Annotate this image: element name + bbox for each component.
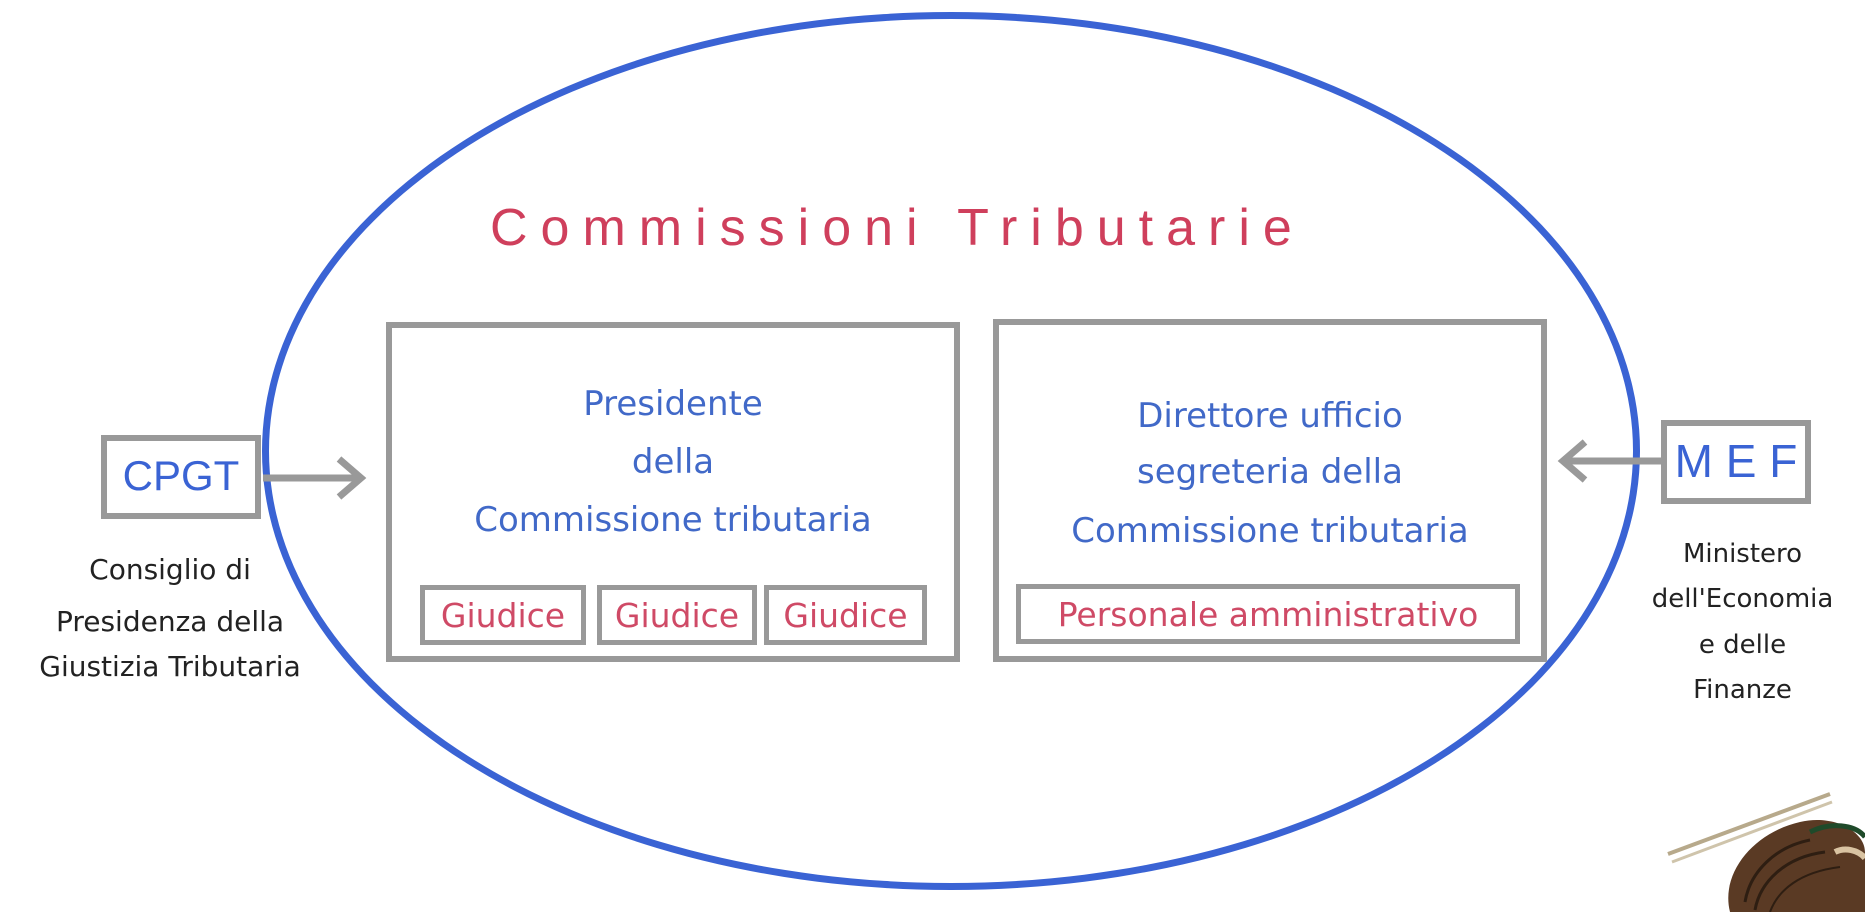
giudice-label-3: Giudice — [783, 595, 908, 635]
cpgt-to-presidente-arrow — [261, 455, 371, 501]
direttore-panel — [993, 319, 1547, 662]
mef-description-line-3: e delle — [1698, 630, 1787, 660]
cpgt-description-line-1: Consiglio di — [89, 553, 251, 586]
presidente-heading-line-1: Presidente — [583, 384, 763, 424]
giudice-box-1: Giudice — [420, 585, 586, 645]
presidente-panel — [386, 322, 960, 662]
caricature-illustration — [1660, 792, 1865, 912]
presidente-heading-line-2: della — [631, 442, 715, 482]
personale-box: Personale amministrativo — [1016, 584, 1520, 644]
giudice-box-3: Giudice — [764, 585, 927, 645]
mef-acronym: M E F — [1674, 435, 1798, 487]
giudice-box-2: Giudice — [597, 585, 757, 645]
mef-description-line-4: Finanze — [1693, 675, 1792, 705]
mef-box — [1661, 420, 1811, 504]
direttore-heading-line-3: Commissione tributaria — [1071, 511, 1469, 551]
cpgt-acronym: CPGT — [122, 452, 240, 499]
commissioni-ellipse — [262, 12, 1640, 890]
mef-to-direttore-arrow — [1553, 438, 1663, 484]
diagram-title: Commissioni Tributarie — [490, 199, 1305, 257]
direttore-heading-line-2: segreteria della — [1137, 452, 1403, 492]
cpgt-box — [101, 435, 261, 519]
giudice-label-1: Giudice — [440, 595, 566, 635]
direttore-heading-line-1: Direttore ufficio — [1137, 396, 1403, 436]
cpgt-description-line-3: Giustizia Tributaria — [39, 650, 301, 683]
presidente-heading-line-3: Commissione tributaria — [474, 500, 872, 540]
mef-description-line-1: Ministero — [1682, 539, 1803, 569]
mef-description-line-2: dell'Economia — [1651, 584, 1834, 614]
cpgt-description-line-2: Presidenza della — [55, 605, 285, 638]
personale-label: Personale amministrativo — [1057, 594, 1479, 634]
giudice-label-2: Giudice — [614, 595, 740, 635]
